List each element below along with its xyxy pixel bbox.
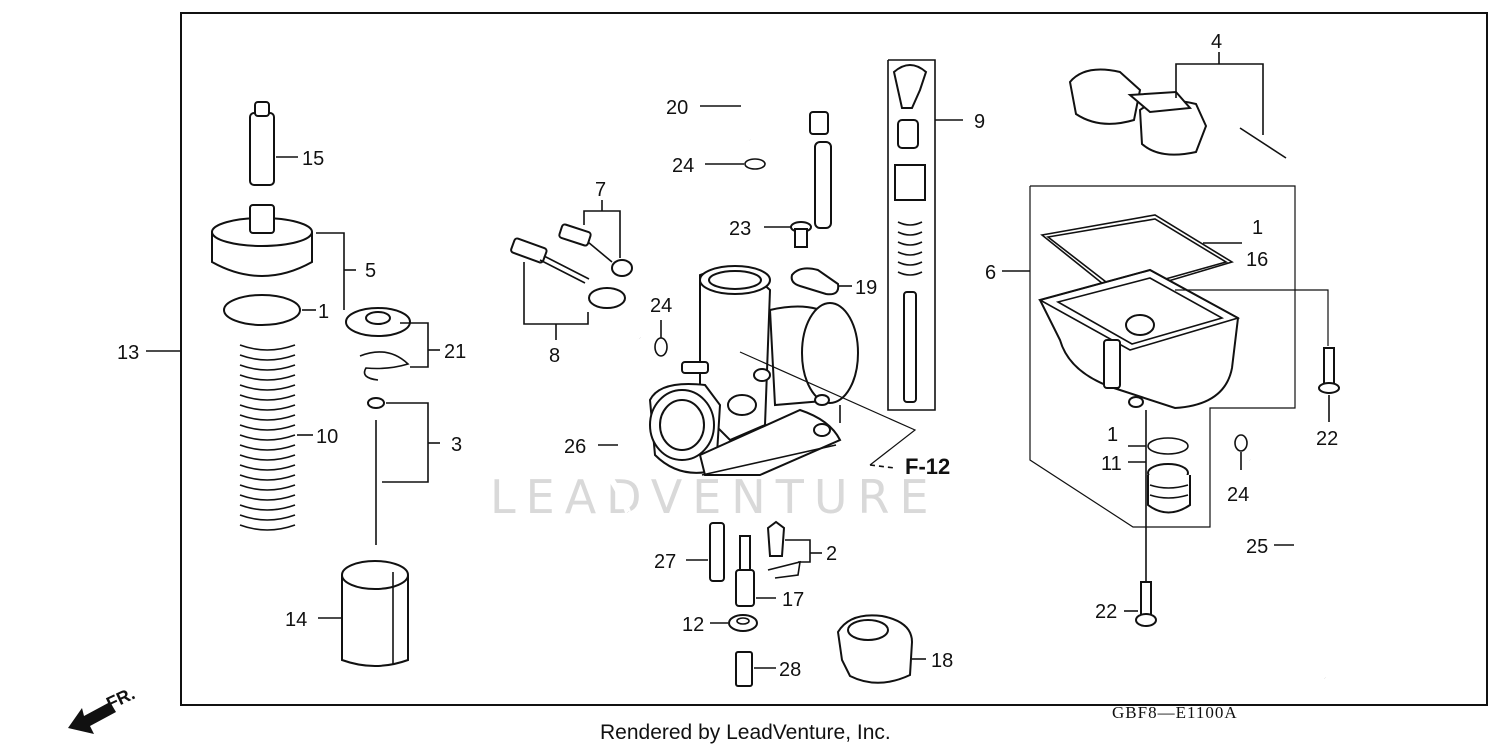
part-22-bolt-right xyxy=(1318,347,1340,422)
callout-28: 28 xyxy=(779,659,801,681)
diagram-code: GBF8—E1100A xyxy=(1112,703,1238,722)
callout-18: 18 xyxy=(931,650,953,672)
part-15-filter xyxy=(249,101,298,186)
part-23-screw xyxy=(764,221,812,248)
part-21-holder-clip xyxy=(345,307,440,381)
part-7-air-screw xyxy=(558,200,633,277)
chamber-frame xyxy=(1029,185,1296,528)
callout-16: 16 xyxy=(1246,249,1268,271)
part-5-top-cap xyxy=(211,204,356,310)
callout-4: 4 xyxy=(1211,31,1222,53)
part-17-needle-jet xyxy=(735,535,776,607)
watermark: LEADVENTURE xyxy=(490,470,939,524)
carburetor-body xyxy=(648,265,859,476)
part-9-starter-valve xyxy=(887,59,963,411)
part-24-clip-right xyxy=(1234,434,1248,470)
callout-14: 14 xyxy=(285,609,307,631)
part-4-float xyxy=(1068,52,1287,159)
callout-22-right: 22 xyxy=(1316,428,1338,450)
part-24-clip-mid xyxy=(654,320,668,357)
part-14-throttle-valve xyxy=(318,560,409,667)
float-chamber xyxy=(1037,268,1329,410)
callout-20: 20 xyxy=(666,97,688,119)
footer-credit: Rendered by LeadVenture, Inc. xyxy=(600,721,891,744)
callout-27: 27 xyxy=(654,551,676,573)
callout-26: 26 xyxy=(564,436,586,458)
part-1-o-ring-left xyxy=(223,294,316,326)
callout-labels: 1 2 3 4 5 6 7 8 9 10 11 12 13 14 15 16 1… xyxy=(117,31,1338,681)
callout-1-chamber: 1 xyxy=(1107,424,1118,446)
diagram-frame xyxy=(180,12,1488,706)
callout-12: 12 xyxy=(682,614,704,636)
part-26-hose xyxy=(575,329,642,514)
part-20-vent-tube xyxy=(700,34,829,141)
callout-24-mid: 24 xyxy=(650,295,672,317)
reference-label: F-12 xyxy=(905,454,950,479)
part-27-pilot-jet xyxy=(686,522,725,582)
callout-7: 7 xyxy=(595,179,606,201)
callout-11: 11 xyxy=(1101,453,1122,475)
part-28-main-jet xyxy=(735,651,776,687)
callout-8: 8 xyxy=(549,345,560,367)
part-drain-plug xyxy=(1145,410,1191,582)
part-18-baffle xyxy=(836,614,926,684)
reference-f12: F-12 xyxy=(739,351,950,479)
callout-10: 10 xyxy=(316,426,338,448)
callout-5: 5 xyxy=(365,260,376,282)
part-2-float-valve xyxy=(766,520,822,579)
part-25-drain-hose xyxy=(1249,458,1327,680)
callout-23: 23 xyxy=(729,218,751,240)
callout-24-right: 24 xyxy=(1227,484,1249,506)
part-24-clip-top xyxy=(705,158,766,170)
callout-1-left: 1 xyxy=(318,301,329,323)
part-22-bolt-bottom xyxy=(1124,581,1157,627)
part-11-o-ring xyxy=(1128,437,1189,463)
callout-17: 17 xyxy=(782,589,804,611)
callout-1-gasket: 1 xyxy=(1252,217,1263,239)
callout-22-bottom: 22 xyxy=(1095,601,1117,623)
part-3-jet-needle xyxy=(367,397,440,545)
callout-13: 13 xyxy=(117,342,139,364)
part-12-nut xyxy=(710,614,758,632)
callout-3: 3 xyxy=(451,434,462,456)
front-direction-indicator: FR. xyxy=(68,683,138,734)
callout-15: 15 xyxy=(302,148,324,170)
part-vent-pipe xyxy=(814,141,832,229)
callout-9: 9 xyxy=(974,111,985,133)
callout-19: 19 xyxy=(855,277,877,299)
callout-2: 2 xyxy=(826,543,837,565)
callout-24-top: 24 xyxy=(672,155,694,177)
part-10-spring xyxy=(239,340,313,532)
callout-6: 6 xyxy=(985,262,996,284)
part-19-plate xyxy=(790,267,852,296)
callout-25: 25 xyxy=(1246,536,1268,558)
part-8-throttle-stop-screw xyxy=(510,237,626,340)
front-arrow-icon xyxy=(68,702,116,734)
callout-21: 21 xyxy=(444,341,466,363)
